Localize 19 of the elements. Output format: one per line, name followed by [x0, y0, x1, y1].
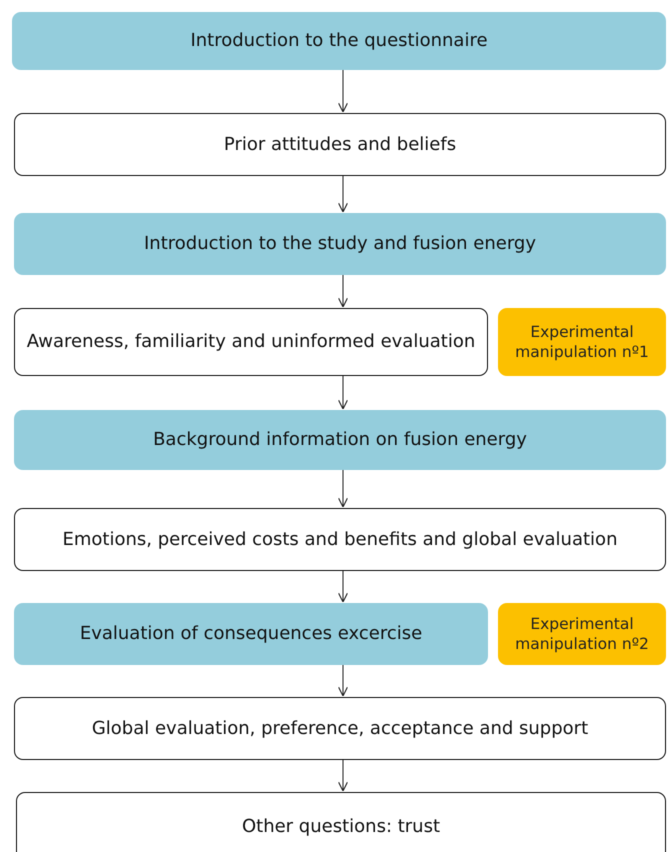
step-box: Prior attitudes and beliefs [14, 113, 666, 176]
step-box: Introduction to the questionnaire [12, 12, 666, 70]
arrow [338, 570, 348, 603]
arrow [338, 376, 348, 410]
step-box: Global evaluation, preference, acceptance and support [14, 697, 666, 760]
arrow [338, 664, 348, 697]
arrow [338, 760, 348, 792]
step-box: Emotions, perceived costs and benefits and global evaluation [14, 508, 666, 571]
arrow [338, 274, 348, 308]
step-box: Evaluation of consequences excercise [14, 603, 488, 665]
step-box: Background information on fusion energy [14, 410, 666, 470]
step-box: Other questions: trust [16, 792, 666, 852]
step-box: Introduction to the study and fusion energy [14, 213, 666, 275]
manipulation-box: Experimental manipulation nº1 [498, 308, 666, 376]
arrow [338, 176, 348, 213]
manipulation-box: Experimental manipulation nº2 [498, 603, 666, 665]
arrow [338, 470, 348, 508]
step-box: Awareness, familiarity and uninformed evaluation [14, 308, 488, 376]
arrow [338, 70, 348, 113]
